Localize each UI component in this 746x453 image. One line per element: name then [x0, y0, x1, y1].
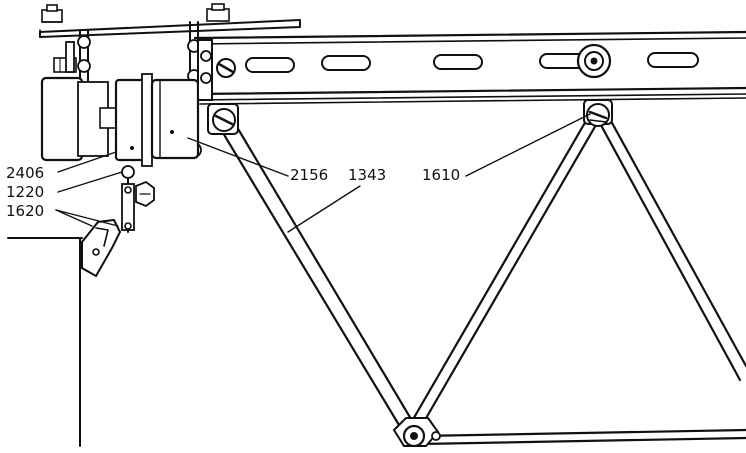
truss-bottom-chord	[418, 428, 746, 446]
leader-2406	[57, 151, 117, 173]
motor-assembly	[40, 21, 213, 167]
label-part-1343: 1343	[348, 166, 386, 184]
pivot-1610	[583, 99, 613, 127]
hanger-bracket	[81, 165, 155, 278]
rail-screw	[216, 58, 236, 78]
label-part-2156: 2156	[290, 166, 328, 184]
label-part-2406: 2406	[6, 164, 44, 182]
pivot-bottom	[392, 417, 441, 448]
truss-strut-1343	[212, 110, 416, 432]
top-mounting-plate	[39, 3, 301, 38]
truss-strut-center-right	[594, 110, 746, 382]
part-labels: 2406 1220 1620 2156 1343 1610	[6, 164, 460, 220]
rail-slot	[321, 55, 371, 71]
plate-bolt-left	[41, 4, 63, 23]
leader-lines	[55, 113, 591, 233]
rail-slot	[647, 52, 699, 68]
rail-slot	[245, 57, 295, 73]
leader-1620-b	[55, 209, 119, 227]
leader-1610	[465, 113, 591, 177]
leader-2156	[187, 137, 289, 177]
leader-1620-a	[55, 209, 93, 227]
truss-strut-center-left	[406, 112, 602, 434]
label-part-1610: 1610	[422, 166, 460, 184]
rail-slot	[433, 54, 483, 70]
label-part-1620: 1620	[6, 202, 44, 220]
plate-bolt-right	[206, 3, 230, 22]
slotted-rail	[193, 30, 746, 105]
leader-1220	[57, 171, 123, 193]
rail-nut	[576, 43, 612, 79]
leader-1343	[287, 185, 361, 233]
wall-frame	[7, 237, 83, 447]
pivot-left	[207, 103, 239, 135]
label-part-1220: 1220	[6, 183, 44, 201]
